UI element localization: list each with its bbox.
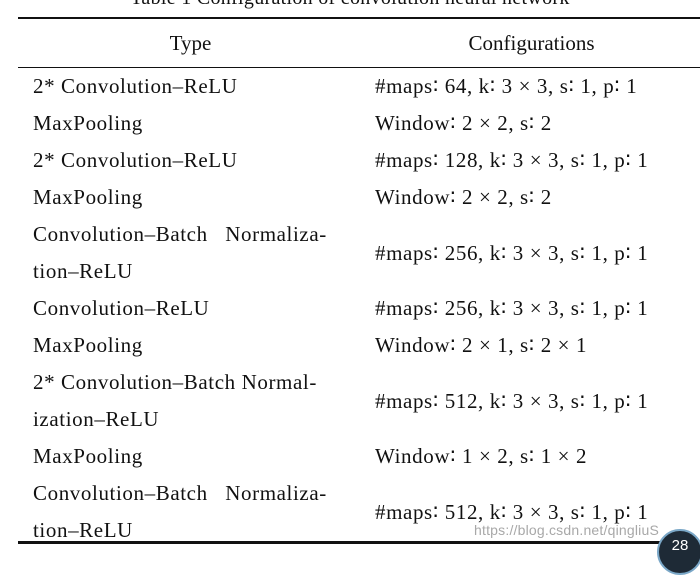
table-row: Convolution–ReLU #maps∶ 256, k∶ 3 × 3, s∶…	[18, 290, 700, 327]
row-type-line: Convolution–Batch Normaliza-	[33, 481, 327, 505]
row-type-cell: MaxPooling	[18, 179, 363, 216]
header-configurations: Configurations	[468, 30, 595, 55]
row-type-cell: MaxPooling	[18, 327, 363, 364]
table-row: MaxPooling Window∶ 1 × 2, s∶ 1 × 2	[18, 438, 700, 475]
row-type-cell: Convolution–Batch Normaliza-tion–ReLU	[18, 475, 363, 549]
row-config-cell: Window∶ 2 × 1, s∶ 2 × 1	[375, 333, 588, 357]
row-type-line: Convolution–ReLU	[33, 296, 210, 320]
table-body: 2* Convolution–ReLU #maps∶ 64, k∶ 3 × 3, …	[18, 67, 700, 549]
header-type: Type	[169, 30, 212, 55]
row-config-cell: #maps∶ 128, k∶ 3 × 3, s∶ 1, p∶ 1	[375, 148, 649, 172]
row-config-cell: Window∶ 2 × 2, s∶ 2	[375, 111, 552, 135]
table-caption: Table 1 Configuration of convolution neu…	[0, 0, 700, 10]
row-config-cell: #maps∶ 64, k∶ 3 × 3, s∶ 1, p∶ 1	[375, 74, 638, 98]
row-type-line: MaxPooling	[33, 444, 143, 468]
watermark-text: https://blog.csdn.net/qingliuS	[474, 522, 660, 538]
configuration-table: Type Configurations 2* Convolution–ReLU #…	[18, 19, 700, 549]
table-row: Convolution–Batch Normaliza-tion–ReLU #ma…	[18, 216, 700, 290]
row-config-cell: Window∶ 2 × 2, s∶ 2	[375, 185, 552, 209]
row-config-cell: #maps∶ 256, k∶ 3 × 3, s∶ 1, p∶ 1	[375, 296, 649, 320]
row-type-line: MaxPooling	[33, 111, 143, 135]
row-type-cell: 2* Convolution–ReLU	[18, 142, 363, 179]
table-row: MaxPooling Window∶ 2 × 1, s∶ 2 × 1	[18, 327, 700, 364]
table-row: Convolution–Batch Normaliza-tion–ReLU #ma…	[18, 475, 700, 549]
table-header-rule	[18, 67, 700, 68]
row-type-cell: MaxPooling	[18, 105, 363, 142]
table-row: MaxPooling Window∶ 2 × 2, s∶ 2	[18, 105, 700, 142]
table-row: 2* Convolution–Batch Normal-ization–ReLU…	[18, 364, 700, 438]
table-row: 2* Convolution–ReLU #maps∶ 128, k∶ 3 × 3,…	[18, 142, 700, 179]
row-config-cell: #maps∶ 256, k∶ 3 × 3, s∶ 1, p∶ 1	[375, 240, 649, 265]
row-config-cell: #maps∶ 512, k∶ 3 × 3, s∶ 1, p∶ 1	[375, 388, 649, 413]
row-type-cell: Convolution–Batch Normaliza-tion–ReLU	[18, 216, 363, 290]
row-type-line: tion–ReLU	[33, 518, 133, 542]
row-type-line: tion–ReLU	[33, 259, 133, 283]
table-header-row: Type Configurations	[18, 19, 700, 67]
table-bottom-rule	[18, 541, 700, 544]
row-type-line: 2* Convolution–ReLU	[33, 74, 238, 98]
row-type-line: ization–ReLU	[33, 407, 160, 431]
row-type-line: 2* Convolution–Batch Normal-	[33, 370, 317, 394]
table-top-rule	[18, 17, 700, 19]
row-type-line: 2* Convolution–ReLU	[33, 148, 238, 172]
row-type-cell: MaxPooling	[18, 438, 363, 475]
row-type-line: Convolution–Batch Normaliza-	[33, 222, 327, 246]
row-type-cell: Convolution–ReLU	[18, 290, 363, 327]
row-type-cell: 2* Convolution–Batch Normal-ization–ReLU	[18, 364, 363, 438]
row-type-line: MaxPooling	[33, 185, 143, 209]
row-config-cell: #maps∶ 512, k∶ 3 × 3, s∶ 1, p∶ 1	[375, 499, 649, 524]
row-config-cell: Window∶ 1 × 2, s∶ 1 × 2	[375, 444, 588, 468]
table-row: MaxPooling Window∶ 2 × 2, s∶ 2	[18, 179, 700, 216]
row-type-line: MaxPooling	[33, 333, 143, 357]
page-number-badge: 28	[657, 529, 700, 575]
row-type-cell: 2* Convolution–ReLU	[18, 67, 363, 105]
table-row: 2* Convolution–ReLU #maps∶ 64, k∶ 3 × 3, …	[18, 67, 700, 105]
